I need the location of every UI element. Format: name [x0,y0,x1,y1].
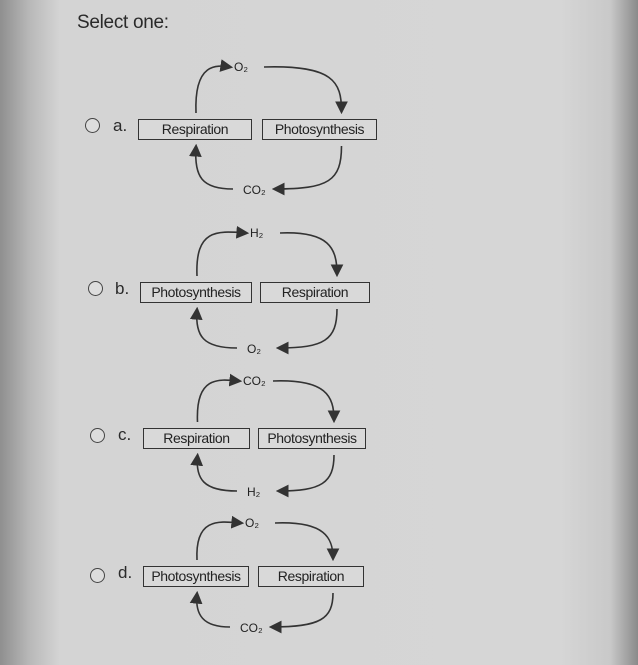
radio-button[interactable] [85,118,100,133]
arrow-icon [196,515,245,561]
arrow-icon [189,590,231,628]
arrow-icon [271,145,343,196]
arrow-icon [275,454,335,498]
arrow-icon [188,143,234,190]
right-process-box: Respiration [260,282,370,303]
option-letter: a. [113,116,128,135]
arrow-icon [275,308,338,355]
left-process-box: Photosynthesis [143,566,249,587]
option-d[interactable]: d. Photosynthesis Respiration O₂ CO₂ [0,505,638,665]
right-process-box: Respiration [258,566,364,587]
option-c[interactable]: c. Respiration Photosynthesis CO₂ H₂ [0,360,638,520]
arrow-icon [272,380,341,424]
radio-button[interactable] [88,281,103,296]
cycle-arrows [188,59,348,196]
cycle-arrows [190,373,341,498]
cycle-arrows [189,515,340,634]
arrow-icon [263,66,348,115]
option-letter: c. [118,425,132,444]
right-process-box: Photosynthesis [258,428,366,449]
option-a[interactable]: a. Respiration Photosynthesis O₂ CO₂ [0,48,638,208]
arrow-icon [279,232,344,278]
bottom-molecule-label: CO₂ [240,621,263,635]
left-process-box: Respiration [143,428,250,449]
top-molecule-label: H₂ [250,226,264,240]
arrow-icon [196,373,243,423]
arrow-icon [195,59,234,114]
arrow-icon [189,306,238,349]
top-molecule-label: CO₂ [243,374,266,388]
cycle-arrows [189,225,344,355]
bottom-molecule-label: H₂ [247,485,261,499]
option-b[interactable]: b. Photosynthesis Respiration H₂ O₂ [0,212,638,372]
bottom-molecule-label: CO₂ [243,183,266,197]
left-process-box: Respiration [138,119,252,140]
arrow-icon [268,592,334,634]
question-prompt: Select one: [77,12,169,33]
option-letter: d. [118,563,133,582]
top-molecule-label: O₂ [245,516,259,530]
bottom-molecule-label: O₂ [247,342,261,356]
radio-button[interactable] [90,428,105,443]
left-process-box: Photosynthesis [140,282,252,303]
arrow-icon [190,452,238,492]
option-letter: b. [115,279,130,298]
top-molecule-label: O₂ [234,60,248,74]
right-process-box: Photosynthesis [262,119,377,140]
radio-button[interactable] [90,568,105,583]
arrow-icon [196,225,250,277]
arrow-icon [274,522,340,562]
